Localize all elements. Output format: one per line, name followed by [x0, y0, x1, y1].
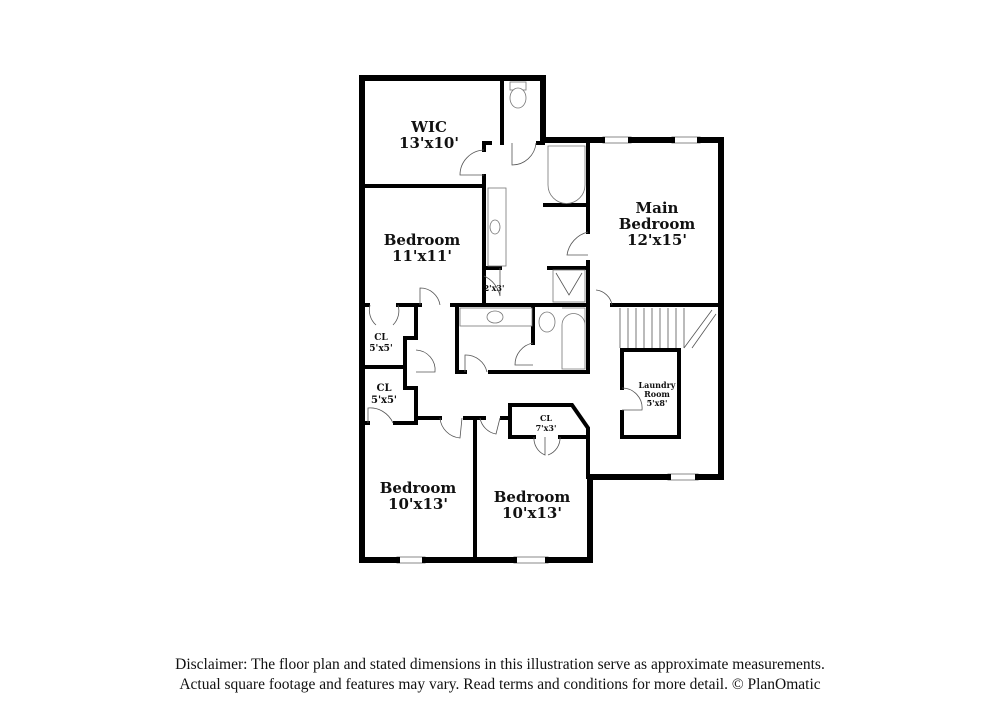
exterior-walls: [359, 75, 724, 563]
wic-label: WIC: [410, 118, 447, 136]
bedroom-nw-size: 11'x11': [392, 247, 452, 265]
hall-sink: [486, 310, 504, 324]
bedroom-s-size: 10'x13': [502, 504, 562, 522]
cl-lower-label: CL: [377, 383, 392, 394]
sink: [489, 219, 501, 235]
interior-walls: [360, 76, 723, 562]
laundry-label-1: Laundry: [639, 380, 676, 390]
laundry-size: 5'x8': [647, 398, 668, 408]
shower: [552, 269, 586, 303]
bathtub: [547, 145, 586, 204]
bedroom-sw-label: Bedroom: [380, 479, 457, 497]
laundry-label-2: Room: [644, 389, 670, 399]
cl-upper-label: CL: [374, 333, 388, 343]
wic-size: 13'x10': [399, 134, 459, 152]
disclaimer-line-2: Actual square footage and features may v…: [179, 676, 821, 693]
main-bedroom-size: 12'x15': [627, 231, 687, 249]
bedroom-nw-label: Bedroom: [384, 231, 461, 249]
main-bedroom-label-2: Bedroom: [619, 215, 696, 233]
door-swings: [367, 142, 643, 456]
toilet-bowl: [509, 87, 527, 109]
cl-upper-size: 5'x5': [369, 344, 392, 354]
bedroom-s-label: Bedroom: [494, 488, 571, 506]
cl-middle-label: CL: [540, 413, 552, 423]
room-labels: WIC 13'x10' Bedroom 11'x11' Main Bedroom…: [369, 118, 695, 522]
stairs: [619, 308, 717, 349]
main-bedroom-label-1: Main: [636, 199, 679, 217]
cl-lower-size: 5'x5': [371, 395, 397, 406]
bedroom-sw-size: 10'x13': [388, 495, 448, 513]
hall-toilet: [538, 311, 556, 333]
cl-middle-size: 7'x3': [536, 423, 557, 433]
fixtures: [459, 81, 586, 370]
linen-closet-size: 2'x3': [484, 283, 505, 293]
hall-bathtub: [561, 307, 586, 370]
disclaimer-line-1: Disclaimer: The floor plan and stated di…: [175, 656, 825, 673]
